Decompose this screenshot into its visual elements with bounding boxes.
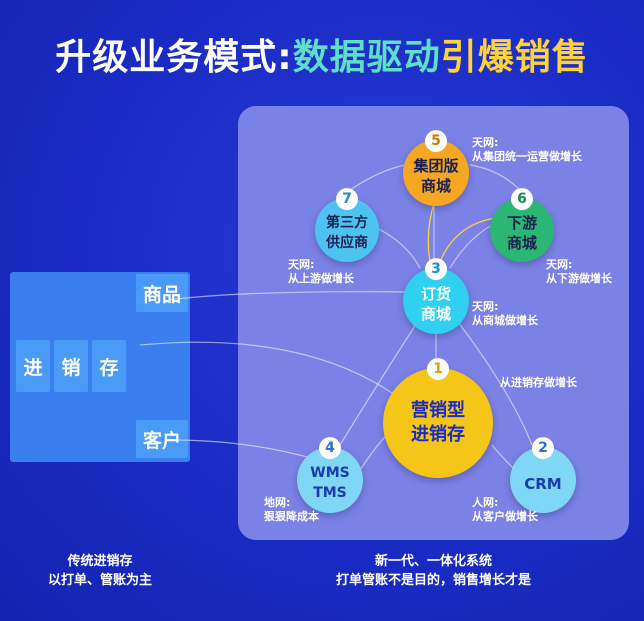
link-7-5 [349, 164, 406, 191]
purchase-box: 进 [16, 340, 50, 392]
link-left-goods [167, 291, 411, 301]
node-3-line-2: 商城 [420, 305, 451, 323]
node-3-line-1: 订货 [420, 285, 451, 303]
node-7-line-1: 第三方 [326, 215, 368, 231]
right-caption-line-2: 打单管账不是目的，销售增长才是 [335, 573, 531, 588]
node-1-line-2: 进销存 [411, 424, 465, 445]
right-caption-line-1: 新一代、一体化系统 [374, 554, 492, 569]
note-inventory-growth: 从进销存做增长 [500, 376, 577, 390]
left-caption-line-1: 传统进销存 [67, 554, 133, 569]
title-part-2: 数据驱动 [292, 37, 441, 78]
note-4-line-2: 狠狠降成本 [264, 510, 319, 523]
note-customer-growth: 人网: 从客户做增长 [472, 496, 538, 524]
note-1-line-1: 从进销存做增长 [500, 376, 577, 389]
node-5-line-2: 商城 [420, 177, 451, 195]
note-2-line-1: 人网: [472, 496, 499, 509]
node-downstream-mall: 6 下游 商城 [490, 188, 554, 262]
node-6-line-1: 下游 [506, 214, 537, 232]
left-caption: 传统进销存 以打单、管账为主 [10, 552, 190, 590]
note-downstream-growth: 天网: 从下游做增长 [546, 258, 612, 286]
right-caption: 新一代、一体化系统 打单管账不是目的，销售增长才是 [238, 552, 629, 590]
node-marketing-inventory: 1 营销型 进销存 [383, 358, 493, 478]
note-upstream-growth: 天网: 从上游做增长 [288, 258, 354, 286]
title-part-1: 升级业务模式: [55, 37, 293, 78]
note-2-line-2: 从客户做增长 [472, 510, 538, 523]
note-3-line-1: 天网: [472, 300, 499, 313]
customer-box: 客户 [136, 420, 188, 458]
inventory-box: 存 [92, 340, 126, 392]
node-4-line-1: WMS [310, 465, 350, 481]
link-left-inv [139, 341, 396, 396]
node-ordering-mall: 3 订货 商城 [403, 258, 469, 334]
node-5-line-1: 集团版 [413, 157, 459, 175]
node-2-line-1: CRM [524, 475, 562, 493]
node-crm: 2 CRM [510, 437, 576, 513]
node-1-number: 1 [427, 358, 449, 381]
sales-box: 销 [54, 340, 88, 392]
note-4-line-1: 地网: [264, 496, 291, 509]
node-group-mall: 5 集团版 商城 [403, 130, 469, 206]
link-2-1 [491, 444, 516, 471]
node-7-line-2: 供应商 [326, 235, 368, 251]
note-group-growth: 天网: 从集团统一运营做增长 [472, 136, 582, 164]
link-3-2 [454, 317, 533, 446]
note-7-line-2: 从上游做增长 [288, 272, 354, 285]
node-7-number: 7 [336, 188, 358, 211]
note-cost-reduction: 地网: 狠狠降成本 [264, 496, 319, 524]
note-5-line-1: 天网: [472, 136, 499, 149]
link-gold-6-3 [439, 217, 496, 263]
note-6-line-2: 从下游做增长 [546, 272, 612, 285]
node-5-number: 5 [425, 130, 447, 153]
node-2-number: 2 [532, 437, 554, 460]
note-3-line-2: 从商城做增长 [472, 314, 538, 327]
node-4-line-2: TMS [313, 485, 347, 501]
link-3-4 [339, 317, 421, 446]
traditional-system-panel: 商品 进 销 存 客户 [10, 272, 190, 462]
node-3-number: 3 [425, 258, 447, 281]
node-1-line-1: 营销型 [411, 400, 465, 421]
link-left-customer [169, 439, 319, 461]
page-title: 升级业务模式:数据驱动引爆销售 [0, 28, 644, 80]
node-third-party-supplier: 7 第三方 供应商 [315, 188, 379, 262]
node-4-number: 4 [319, 437, 341, 460]
note-5-line-2: 从集团统一运营做增长 [472, 150, 582, 163]
node-6-number: 6 [511, 188, 533, 211]
node-6-line-2: 商城 [506, 234, 537, 252]
note-7-line-1: 天网: [288, 258, 315, 271]
note-6-line-1: 天网: [546, 258, 573, 271]
link-6-5 [469, 164, 521, 191]
note-mall-growth: 天网: 从商城做增长 [472, 300, 538, 328]
left-caption-line-2: 以打单、管账为主 [47, 573, 152, 588]
node-wms-tms: 4 WMS TMS [297, 437, 363, 513]
title-part-3: 引爆销售 [440, 37, 589, 78]
